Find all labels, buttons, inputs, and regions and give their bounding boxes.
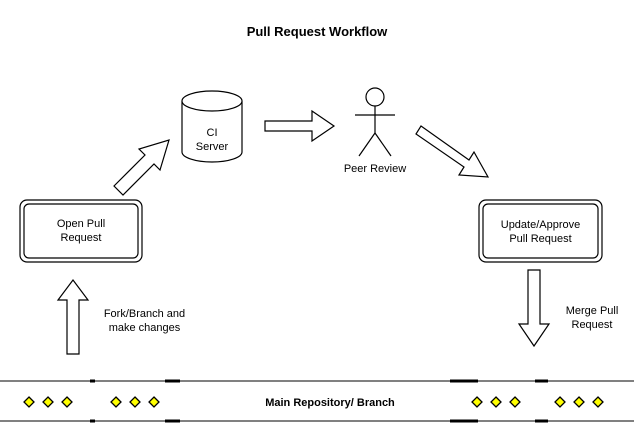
main-repository-label: Main Repository/ Branch <box>265 397 395 409</box>
update-approve-node <box>478 199 603 263</box>
diagram-title: Pull Request Workflow <box>246 24 388 39</box>
ci-server-database-icon <box>181 90 243 163</box>
fork-branch-label: Fork/Branch and make changes <box>103 308 186 334</box>
arrow-ci-to-review <box>264 109 336 143</box>
commit-marker-icon <box>554 396 566 408</box>
commit-marker-icon <box>573 396 585 408</box>
commit-marker-icon <box>471 396 483 408</box>
open-pr-node <box>19 199 143 263</box>
open-pr-label: Open Pull Request <box>56 218 106 244</box>
commit-marker-icon <box>129 396 141 408</box>
commit-marker-icon <box>490 396 502 408</box>
commit-markers <box>23 396 604 408</box>
commit-marker-icon <box>110 396 122 408</box>
commit-marker-icon <box>509 396 521 408</box>
commit-marker-icon <box>592 396 604 408</box>
main-branch-lines <box>0 379 634 423</box>
commit-marker-icon <box>61 396 73 408</box>
ci-server-label: CI Server <box>195 127 229 153</box>
peer-review-label: Peer Review <box>343 163 407 175</box>
peer-review-person-icon <box>355 87 395 157</box>
arrow-open-pr-to-ci <box>113 139 170 196</box>
commit-marker-icon <box>23 396 35 408</box>
arrow-review-to-update <box>415 125 490 178</box>
arrow-merge-down <box>517 269 551 348</box>
update-approve-label: Update/Approve Pull Request <box>500 219 581 245</box>
merge-label: Merge Pull Request <box>565 305 619 331</box>
arrow-fork-to-open-pr <box>56 279 90 355</box>
commit-marker-icon <box>42 396 54 408</box>
commit-marker-icon <box>148 396 160 408</box>
